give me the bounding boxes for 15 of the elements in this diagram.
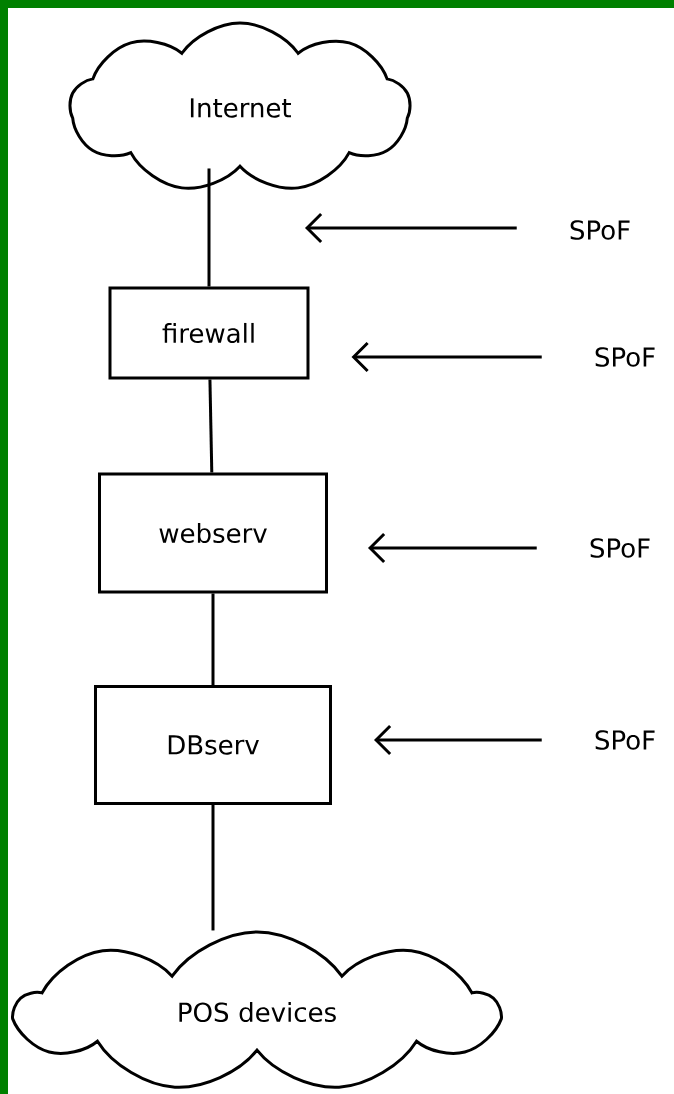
spof-label: SPoF	[590, 538, 650, 558]
connector-line	[208, 379, 214, 473]
spof-label: SPoF	[570, 220, 630, 240]
connector-line	[211, 593, 215, 685]
server-box: firewall	[108, 286, 310, 380]
arrow	[305, 212, 517, 244]
server-box: webserv	[98, 472, 328, 594]
spof-label: SPoF	[595, 347, 655, 367]
arrow	[368, 532, 537, 564]
arrow	[351, 341, 542, 373]
arrow	[374, 724, 542, 756]
connector-line	[207, 168, 211, 287]
server-box: DBserv	[94, 685, 332, 805]
connector-line	[211, 805, 215, 931]
spof-label: SPoF	[595, 730, 655, 750]
